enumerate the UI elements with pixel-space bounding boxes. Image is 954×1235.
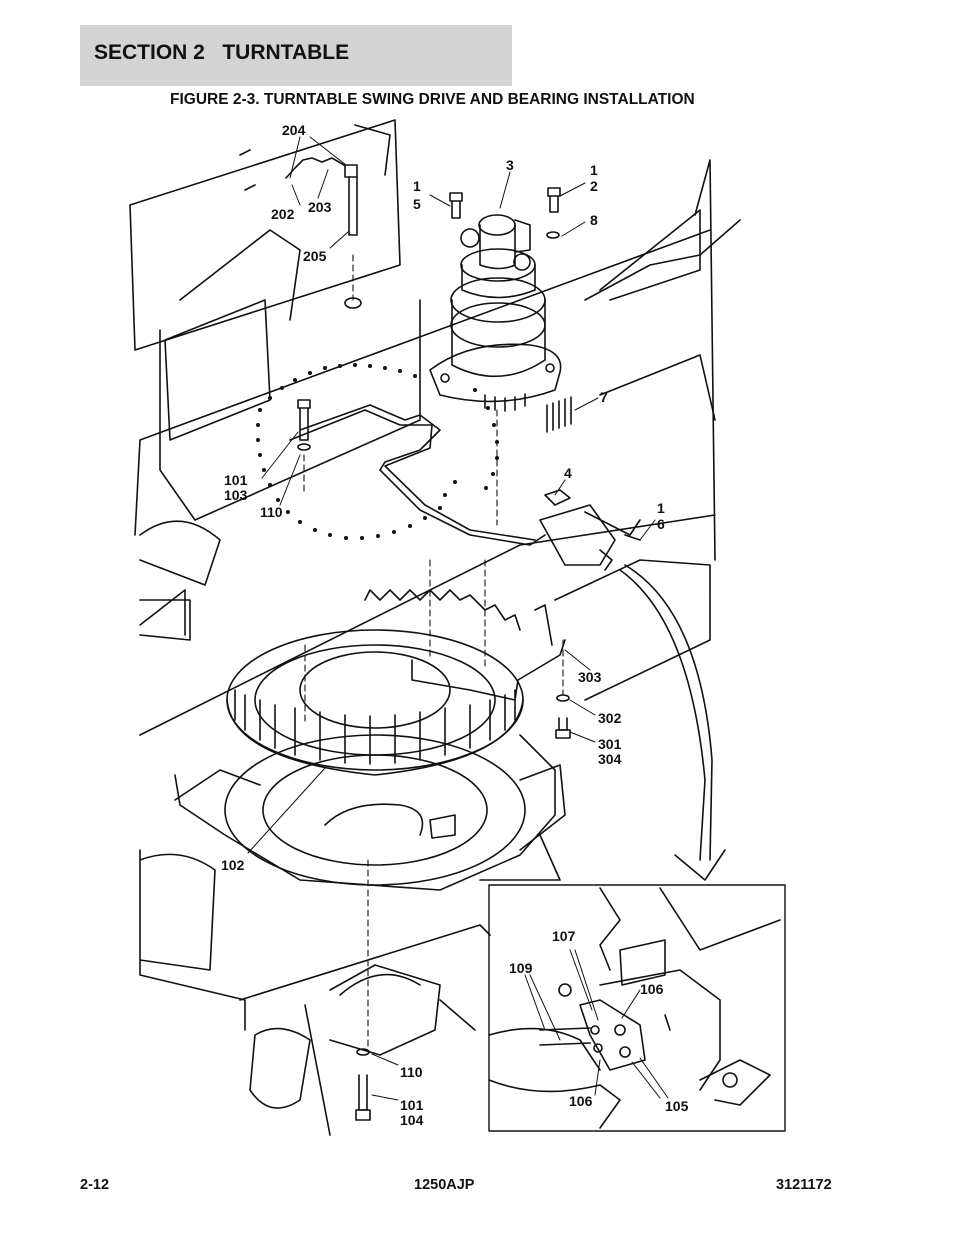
callout-110b: 110 bbox=[400, 1064, 423, 1080]
turntable-cutout bbox=[299, 404, 546, 546]
callout-203: 203 bbox=[308, 199, 332, 215]
inset-callout-109: 109 bbox=[509, 960, 533, 976]
callout-2: 2 bbox=[590, 178, 598, 194]
callout-303: 303 bbox=[578, 669, 602, 685]
callout-1b: 1 bbox=[590, 162, 598, 178]
detail-arrow bbox=[619, 564, 726, 881]
section-title: SECTION 2 TURNTABLE bbox=[94, 41, 350, 64]
callout-101a: 101 bbox=[224, 472, 248, 488]
figure-title: FIGURE 2-3. TURNTABLE SWING DRIVE AND BE… bbox=[170, 91, 695, 108]
bolt-hole-pattern bbox=[256, 363, 499, 540]
callout-302: 302 bbox=[598, 710, 622, 726]
callout-6: 6 bbox=[657, 516, 665, 532]
inset-callout-106b: 106 bbox=[569, 1093, 593, 1109]
base-plate bbox=[174, 734, 556, 891]
callout-110a: 110 bbox=[260, 504, 283, 520]
callout-204: 204 bbox=[282, 122, 306, 138]
section-header: SECTION 2 TURNTABLE bbox=[80, 25, 512, 86]
callout-102: 102 bbox=[221, 857, 245, 873]
callout-301: 301 bbox=[598, 736, 622, 752]
callout-7: 7 bbox=[600, 389, 608, 405]
detail-inset bbox=[488, 884, 786, 1132]
leader-lines bbox=[247, 136, 656, 1101]
document-number: 3121172 bbox=[776, 1177, 832, 1193]
alignment-lines bbox=[303, 254, 564, 1051]
hose-route bbox=[289, 409, 536, 541]
callout-202: 202 bbox=[271, 206, 295, 222]
callout-304: 304 bbox=[598, 751, 622, 767]
page-number: 2-12 bbox=[80, 1177, 110, 1193]
callout-101b: 101 bbox=[400, 1097, 424, 1113]
callout-103: 103 bbox=[224, 487, 248, 503]
callout-labels: 204 202 203 205 3 1 5 1 2 8 7 4 1 6 101 … bbox=[221, 122, 689, 1128]
callout-4: 4 bbox=[564, 465, 572, 481]
inset-callout-106a: 106 bbox=[640, 981, 664, 997]
model-number: 1250AJP bbox=[414, 1177, 475, 1193]
swing-drive bbox=[429, 214, 562, 412]
inset-callout-105: 105 bbox=[665, 1098, 689, 1114]
inset-callout-107: 107 bbox=[552, 928, 576, 944]
callout-8: 8 bbox=[590, 212, 598, 228]
callout-205: 205 bbox=[303, 248, 327, 264]
callout-1c: 1 bbox=[657, 500, 665, 516]
callout-5: 5 bbox=[413, 196, 421, 212]
callout-1a: 1 bbox=[413, 178, 421, 194]
callout-3: 3 bbox=[506, 157, 514, 173]
brake-valve-assembly bbox=[539, 489, 641, 571]
callout-104: 104 bbox=[400, 1112, 424, 1128]
